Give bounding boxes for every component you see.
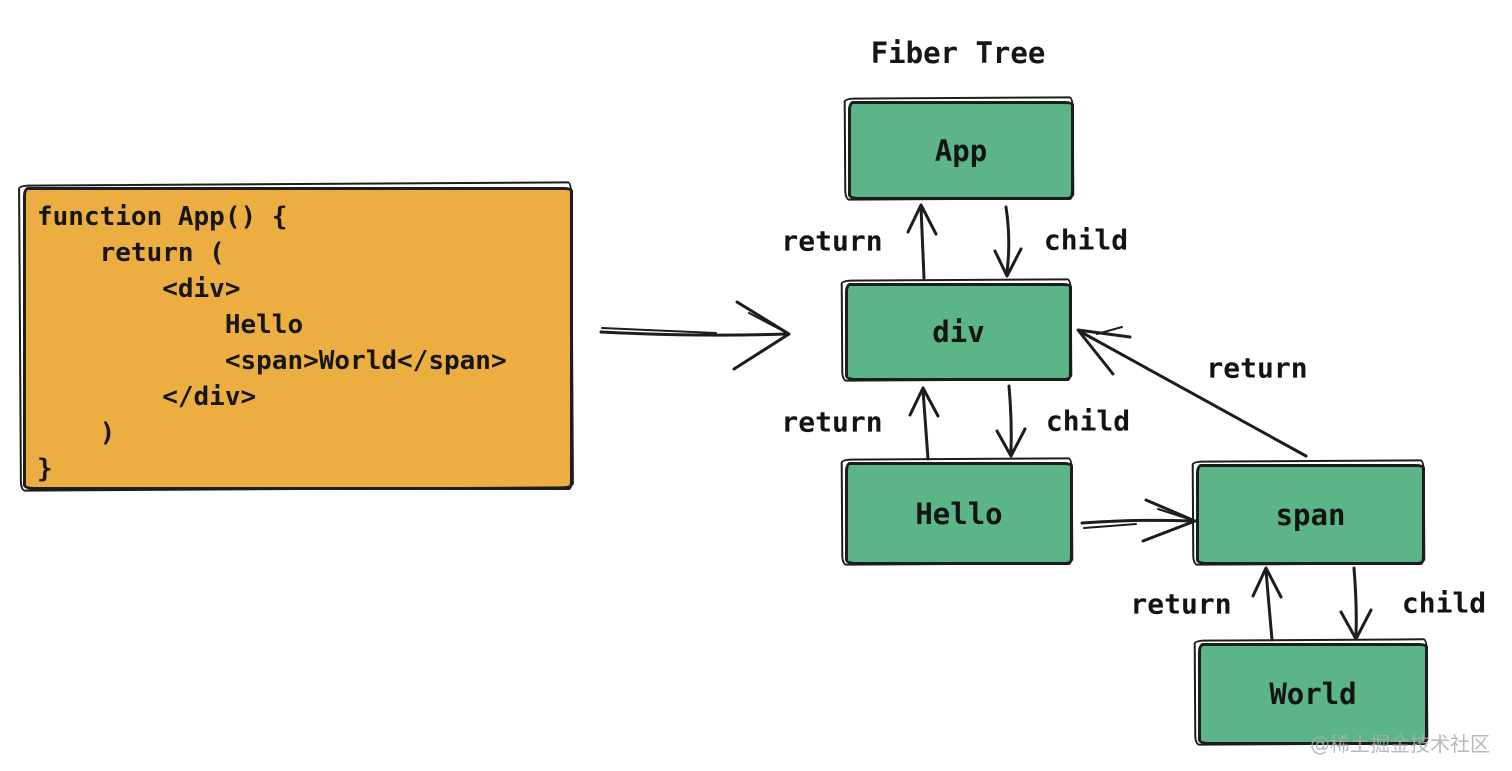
edge-label-app-div-return: return (781, 224, 883, 258)
node-app-label: App (934, 133, 988, 168)
code-text: function App() { return ( <div> Hello <s… (37, 202, 507, 484)
edge-label-div-hello-child: child (1045, 404, 1131, 438)
edge-label-span-world-child: child (1401, 586, 1487, 620)
node-hello-label: Hello (915, 496, 1003, 531)
arrow-span-return-div (1076, 326, 1308, 458)
arrow-div-return-app (906, 203, 938, 280)
code-panel: function App() { return ( <div> Hello <s… (23, 187, 573, 490)
arrow-world-return-span (1251, 566, 1283, 642)
arrow-span-child-world (1339, 566, 1373, 641)
node-div: div (845, 283, 1072, 381)
diagram-title: Fiber Tree (870, 36, 1046, 70)
node-app: App (848, 101, 1074, 200)
arrow-code-to-div (599, 300, 791, 371)
arrow-hello-to-span (1080, 498, 1197, 543)
watermark: @稀土掘金技术社区 (1310, 732, 1490, 756)
node-div-label: div (932, 315, 985, 349)
edge-label-div-hello-return: return (781, 405, 883, 439)
node-span: span (1196, 464, 1425, 565)
arrow-div-child-hello (995, 384, 1027, 458)
edge-label-app-div-child: child (1043, 223, 1129, 257)
edge-label-span-div-return: return (1206, 351, 1308, 385)
edge-label-span-world-return: return (1130, 587, 1232, 621)
arrow-app-child-div (993, 205, 1023, 278)
node-hello: Hello (845, 462, 1073, 565)
arrow-hello-return-div (908, 386, 940, 461)
node-world-label: World (1269, 677, 1357, 711)
node-world: World (1198, 643, 1428, 745)
node-span-label: span (1275, 497, 1346, 532)
